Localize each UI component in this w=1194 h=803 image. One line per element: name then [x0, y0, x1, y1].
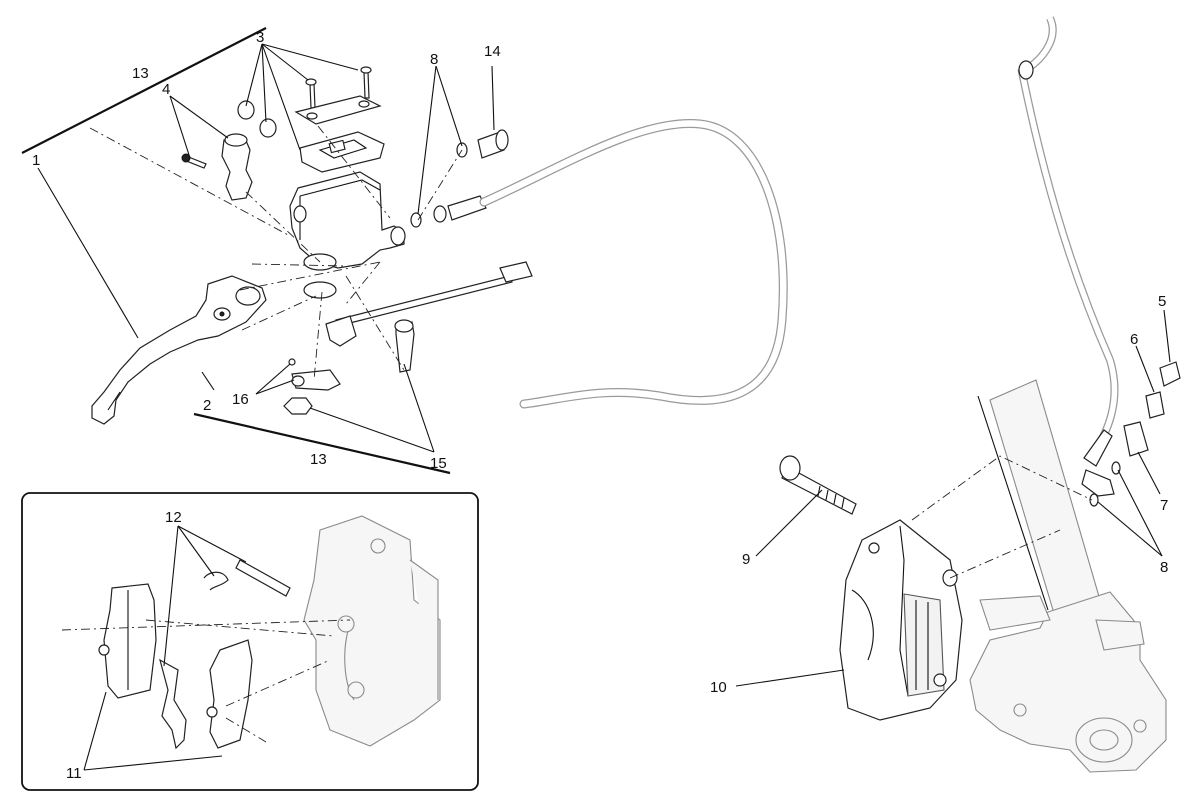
caliper-pads	[903, 593, 945, 697]
diaphragm	[299, 131, 385, 173]
cover-screws	[305, 66, 372, 109]
callout-16: 16	[232, 391, 249, 408]
washer	[410, 212, 422, 228]
caliper-fork-assembly	[779, 16, 1181, 773]
callout-13-top: 13	[132, 65, 149, 82]
master-cylinder-body	[289, 171, 405, 269]
callout-15: 15	[430, 455, 447, 472]
inset-pad-detail	[21, 492, 479, 791]
brake-pad-left	[103, 583, 157, 699]
grommet	[237, 100, 255, 120]
callout-8-top: 8	[430, 51, 438, 68]
callout-13-bottom: 13	[310, 451, 327, 468]
o-ring	[259, 118, 277, 138]
callout-3: 3	[256, 29, 264, 46]
callout-7: 7	[1160, 497, 1168, 514]
banjo-fitting	[447, 195, 487, 221]
callout-4: 4	[162, 81, 170, 98]
callout-labels: 1 2 3 4 5 6 7 8 8 9 10 11 12 13 13 14 15…	[32, 29, 1168, 782]
brake-pad-right	[209, 639, 253, 749]
callout-6: 6	[1130, 331, 1138, 348]
caliper-bolt	[779, 455, 857, 515]
callout-8-right: 8	[1160, 559, 1168, 576]
lever-pivot-bushing	[235, 286, 261, 306]
pivot-bolt	[395, 321, 415, 373]
callout-10: 10	[710, 679, 727, 696]
callout-9: 9	[742, 551, 750, 568]
cable-connector	[499, 261, 533, 283]
anti-rattle-spring	[159, 658, 187, 750]
group-bar-13-bottom	[193, 412, 451, 475]
callout-1: 1	[32, 152, 40, 169]
hose-fitting	[1083, 429, 1113, 467]
bleed-screw	[1145, 391, 1165, 419]
adapter-bolt	[1123, 421, 1149, 457]
banjo-bolt	[477, 129, 509, 159]
leader-lines	[37, 43, 1171, 771]
master-cylinder-assembly	[21, 27, 788, 475]
lever-bracket	[221, 135, 253, 201]
inset-caliper	[303, 515, 441, 747]
nut	[283, 397, 313, 415]
brake-hose	[479, 119, 788, 409]
group-bar-13-top	[21, 27, 267, 154]
stop-switch	[325, 315, 357, 347]
pad-pin	[235, 559, 291, 597]
callout-14: 14	[484, 43, 501, 60]
pin-clip	[203, 571, 229, 591]
bleed-cap	[1159, 361, 1181, 387]
callout-5: 5	[1158, 293, 1166, 310]
callout-12: 12	[165, 509, 182, 526]
reservoir-cover	[294, 95, 382, 125]
fork-tube	[989, 379, 1101, 621]
callout-11: 11	[66, 765, 82, 782]
callout-2: 2	[203, 397, 211, 414]
